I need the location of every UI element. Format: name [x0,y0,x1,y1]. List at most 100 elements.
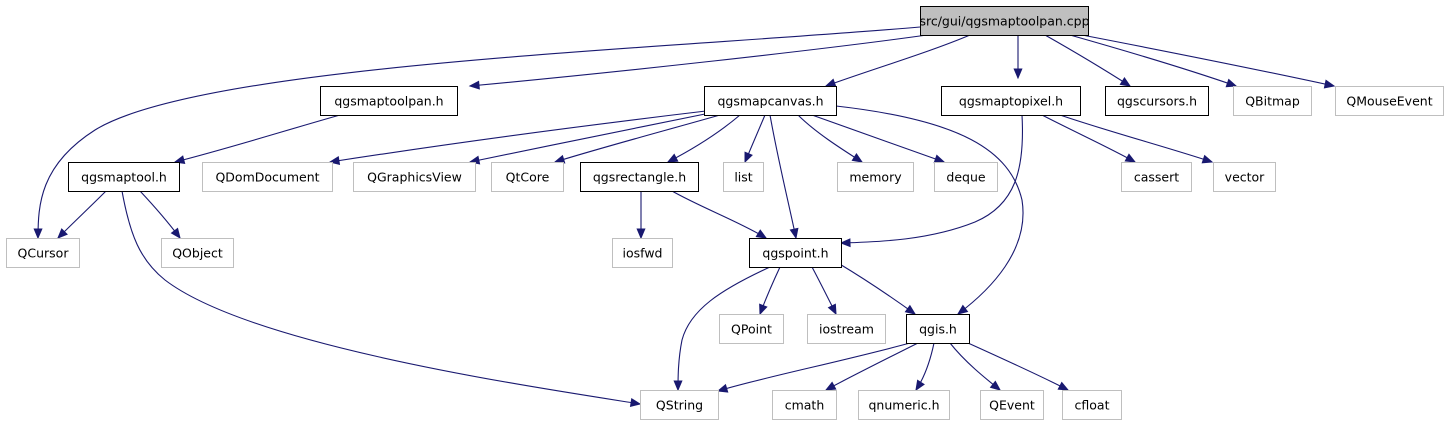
node-qgspoint-h[interactable]: qgspoint.h [749,238,842,268]
edge-qgis_h-to-QEvent [949,342,1002,391]
edge-arrowhead [755,229,768,239]
edge-arrowhead [673,380,683,392]
node-label: QCursor [18,246,70,261]
node-box [749,238,842,268]
edge-line [121,190,641,405]
edge-line [840,114,1024,244]
edge-qgsmapcanvas_h-to-qgspoint_h [769,114,799,240]
node-qgsmaptool-h[interactable]: qgsmaptool.h [68,162,180,192]
edge-root-to-QCursor [33,26,921,240]
edge-root-to-qgsmapcanvas_h [824,34,971,88]
edge-line [967,342,1069,391]
edge-arrowhead [824,381,837,391]
edge-arrowhead [1057,381,1070,391]
node-box [858,390,950,420]
node-QBitmap[interactable]: QBitmap [1233,86,1312,116]
node-QMouseEvent[interactable]: QMouseEvent [1335,86,1444,116]
node-root[interactable]: src/gui/qgsmaptoolpan.cpp [919,6,1090,36]
edge-arrowhead [1119,77,1132,87]
edge-qgsmaptool_h-to-QObject [139,190,181,240]
node-deque[interactable]: deque [934,162,998,192]
edge-arrowhead [915,379,925,392]
edge-line [1081,34,1335,87]
node-QObject[interactable]: QObject [161,238,234,268]
node-cassert[interactable]: cassert [1121,162,1192,192]
node-cfloat[interactable]: cfloat [1062,390,1122,420]
edge-line [835,105,1024,315]
node-qgscursors-h[interactable]: qgscursors.h [1105,86,1209,116]
edge-line [554,114,721,163]
node-box [1233,86,1312,116]
node-label: QGraphicsView [367,170,462,185]
node-memory[interactable]: memory [837,162,914,192]
edge-qgspoint_h-to-qgis_h [837,262,917,315]
node-box [906,314,970,344]
node-label: qgsmapcanvas.h [717,94,823,109]
node-vector[interactable]: vector [1213,162,1276,192]
edge-line [667,114,741,163]
edge-root-to-qgsmaptopixel_h [1013,35,1023,80]
node-box [612,238,673,268]
node-label: QtCore [506,170,550,185]
edge-arrowhead [956,304,969,315]
node-qgis-h[interactable]: qgis.h [906,314,970,344]
node-iosfwd[interactable]: iosfwd [612,238,673,268]
node-QEvent[interactable]: QEvent [980,390,1044,420]
node-QPoint[interactable]: QPoint [719,314,784,344]
edge-line [1059,114,1213,163]
node-QDomDocument[interactable]: QDomDocument [202,162,333,192]
node-box [704,86,837,116]
edge-qgsmaptopixel_h-to-qgspoint_h [839,114,1024,248]
edge-arrowhead [57,228,68,239]
node-list[interactable]: list [723,162,764,192]
node-QGraphicsView[interactable]: QGraphicsView [353,162,476,192]
node-label: QEvent [989,398,1035,413]
edge-qgis_h-to-cmath [824,342,919,391]
edge-arrowhead [666,153,679,163]
node-label: cassert [1134,170,1179,185]
edge-line [825,34,971,87]
edge-arrowhead [824,78,837,88]
node-label: QObject [172,246,223,261]
edge-arrowhead [716,383,729,393]
node-iostream[interactable]: iostream [807,314,886,344]
node-label: memory [849,170,902,185]
edge-qgsmapcanvas_h-to-QDomDocument [328,110,707,166]
node-QtCore[interactable]: QtCore [491,162,564,192]
node-qgsrectangle-h[interactable]: qgsrectangle.h [580,162,699,192]
edge-qgsmapcanvas_h-to-qgis_h [835,105,1024,315]
edge-arrowhead [904,304,917,315]
node-box [353,162,476,192]
node-box [719,314,784,344]
node-label: qgsrectangle.h [593,170,686,185]
edge-line [57,190,107,239]
node-box [723,162,764,192]
edge-qgsmaptoolpan_h-to-qgsmaptool_h [173,114,341,165]
node-label: QBitmap [1245,94,1300,109]
node-QCursor[interactable]: QCursor [6,238,80,268]
node-label: deque [946,170,985,185]
node-qgsmaptoolpan-h[interactable]: qgsmaptoolpan.h [320,86,458,116]
edge-arrowhead [1124,153,1137,163]
node-cmath[interactable]: cmath [772,390,837,420]
node-qgsmapcanvas-h[interactable]: qgsmapcanvas.h [704,86,837,116]
edge-arrowhead [1013,68,1023,80]
node-qnumeric-h[interactable]: qnumeric.h [858,390,950,420]
node-label: vector [1225,170,1266,185]
edge-qgspoint_h-to-QString [673,266,771,392]
edge-qgsmaptopixel_h-to-cassert [1041,114,1137,163]
node-label: QMouseEvent [1346,94,1432,109]
edge-line [811,114,945,163]
node-label: qnumeric.h [868,398,939,413]
node-box [934,162,998,192]
edge-qgis_h-to-QString [716,342,911,393]
node-label: QDomDocument [215,170,319,185]
edge-arrowhead [170,227,181,240]
node-qgsmaptopixel-h[interactable]: qgsmaptopixel.h [941,86,1081,116]
edge-arrowhead [759,303,768,316]
node-label: list [734,170,752,185]
edge-qgis_h-to-qnumeric_h [915,342,935,392]
node-QString[interactable]: QString [640,390,719,420]
edge-qgsmapcanvas_h-to-memory [797,114,864,163]
